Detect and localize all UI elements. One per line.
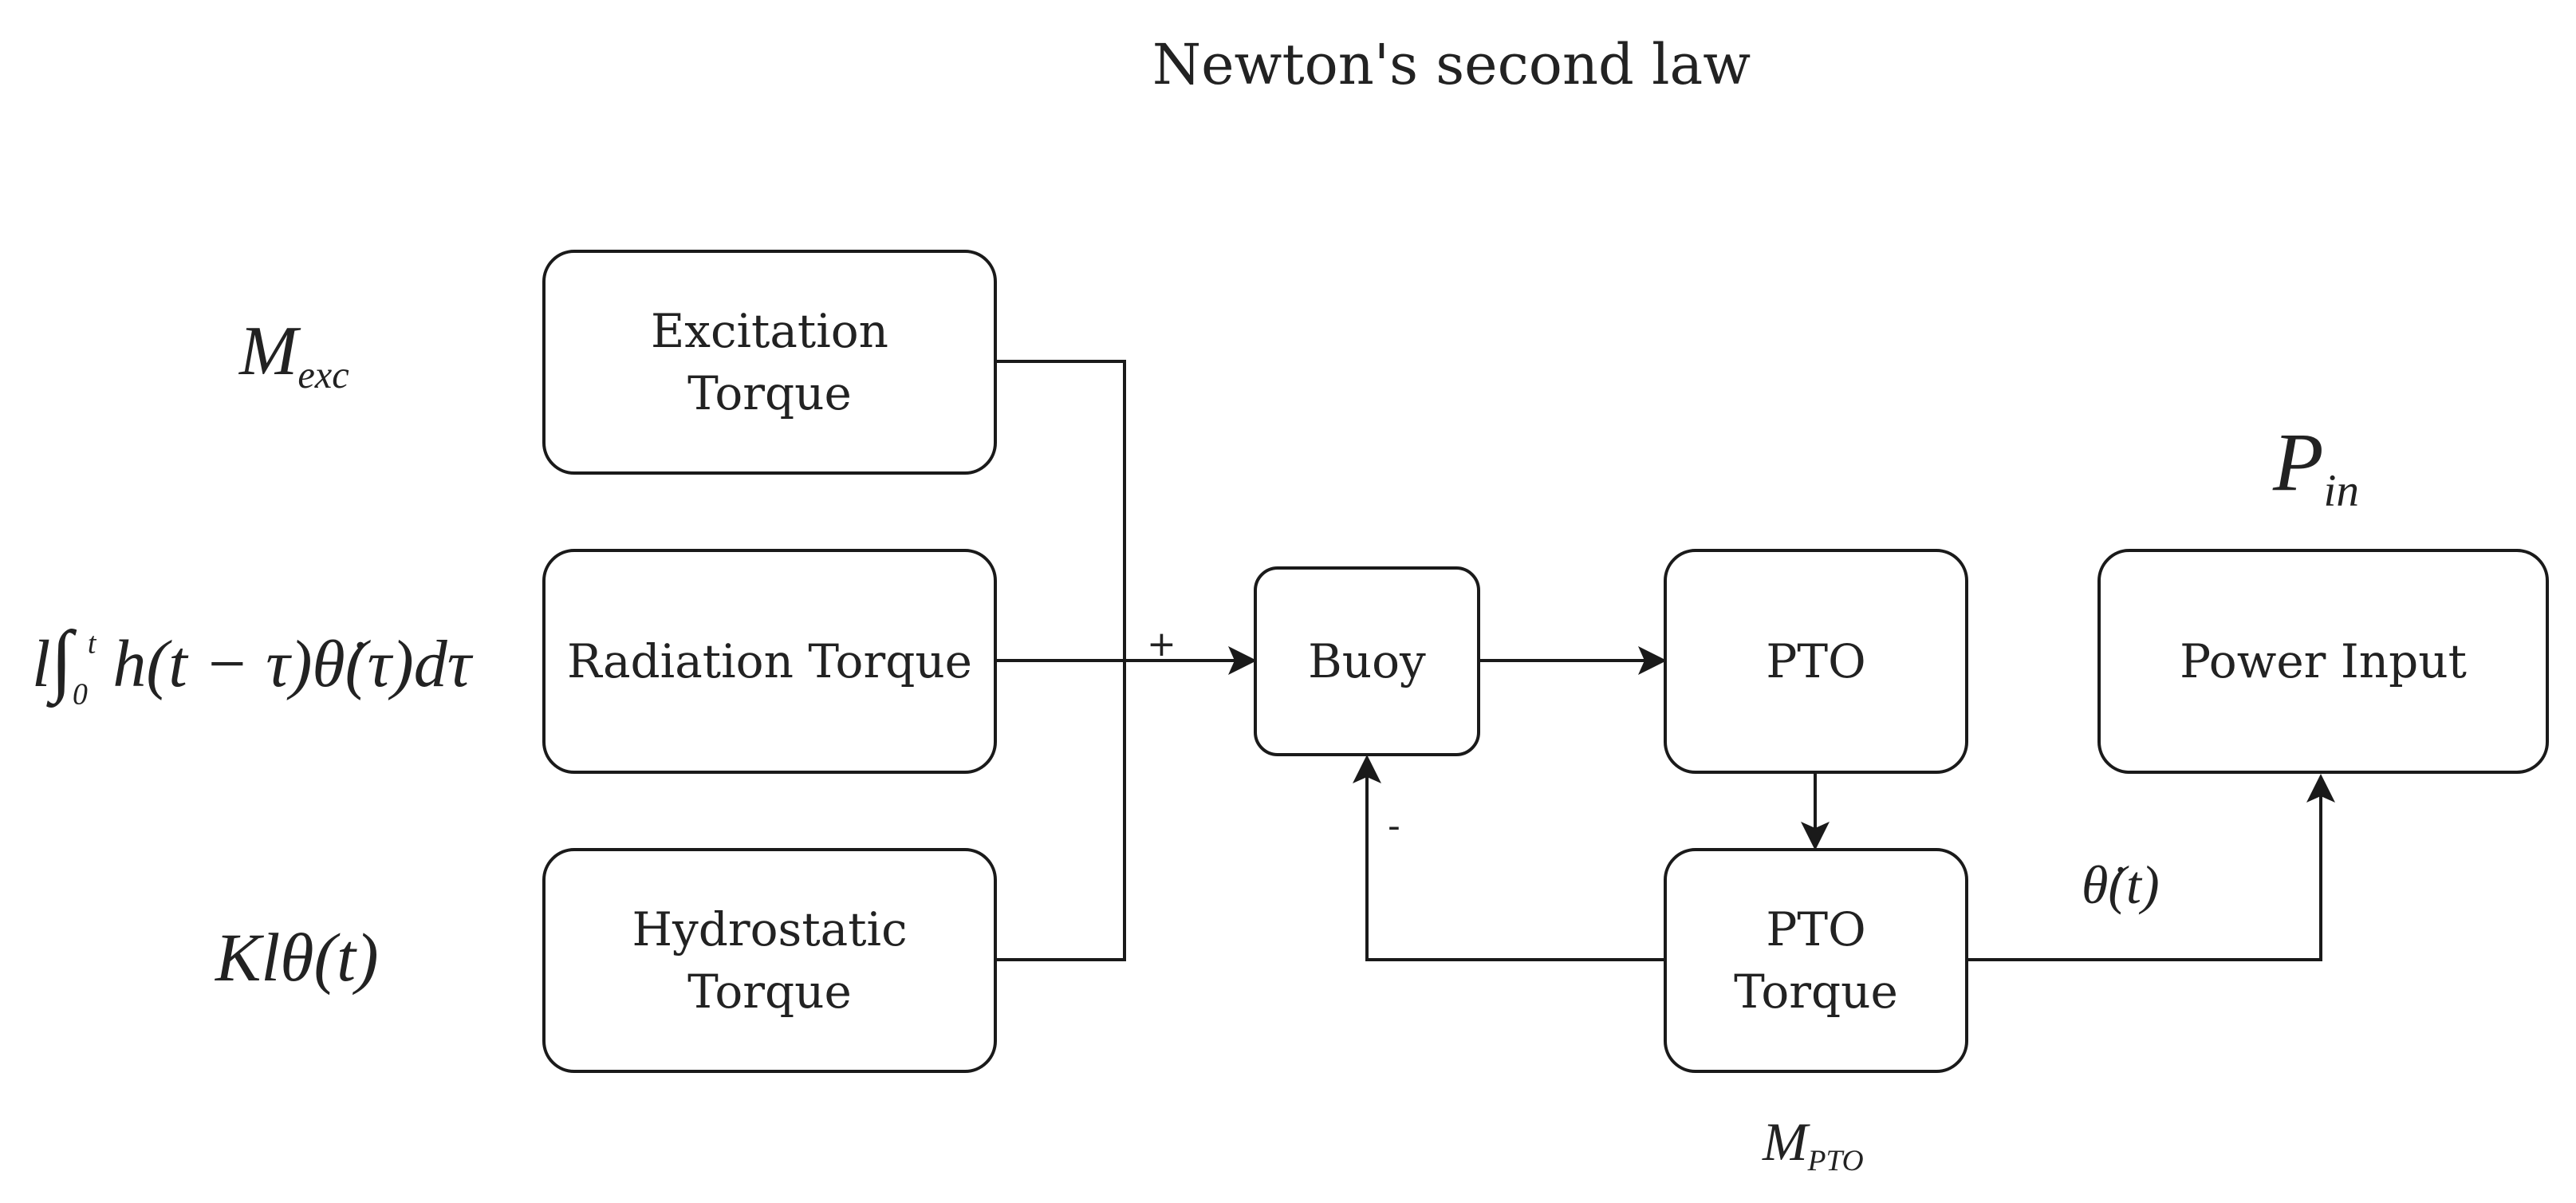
hydrostatic-torque-label-line1: Hydrostatic [632, 901, 908, 956]
excitation-torque-block: Excitation Torque [542, 250, 997, 475]
arrowhead-power-input [2306, 774, 2335, 803]
ptotorque-to-power-wire [1967, 780, 2322, 961]
arrowhead-pto-input [1638, 646, 1667, 675]
excitation-wire [995, 360, 1126, 661]
radiation-torque-block: Radiation Torque [542, 549, 997, 774]
hydrostatic-torque-block: Hydrostatic Torque [542, 848, 997, 1073]
arrowhead-buoy-input [1228, 646, 1257, 675]
pto-block: PTO [1664, 549, 1968, 774]
hydrostatic-torque-label-line2: Torque [687, 964, 852, 1019]
power-input-label: Power Input [2180, 633, 2467, 688]
arrowhead-ptotorque-input [1801, 822, 1830, 850]
radiation-expression: l∫0t h(t − τ)θ̇(τ)dτ [32, 614, 471, 712]
radiation-torque-label: Radiation Torque [566, 633, 973, 688]
hydrostatic-wire [995, 661, 1126, 961]
ptotorque-feedback-wire [1365, 760, 1665, 961]
hydrostatic-expression: Klθ(t) [215, 919, 379, 996]
theta-dot-label: θ̇(t) [2082, 854, 2160, 915]
excitation-torque-label: Excitation Torque [650, 303, 889, 420]
m-exc-label: Mexc [239, 313, 349, 396]
m-pto-label: MPTO [1763, 1111, 1864, 1178]
diagram-title: Newton's second law [1152, 32, 1751, 97]
pto-torque-label: PTO Torque [1734, 901, 1898, 1019]
sum-plus-sign: + [1147, 624, 1176, 665]
sum-minus-sign: - [1388, 806, 1400, 846]
buoy-block: Buoy [1254, 566, 1480, 756]
power-input-block: Power Input [2097, 549, 2549, 774]
buoy-label: Buoy [1308, 633, 1426, 688]
p-in-label: Pin [2273, 416, 2360, 517]
arrowhead-buoy-feedback [1353, 755, 1381, 783]
pto-torque-block: PTO Torque [1664, 848, 1968, 1073]
pto-label: PTO [1766, 633, 1866, 688]
